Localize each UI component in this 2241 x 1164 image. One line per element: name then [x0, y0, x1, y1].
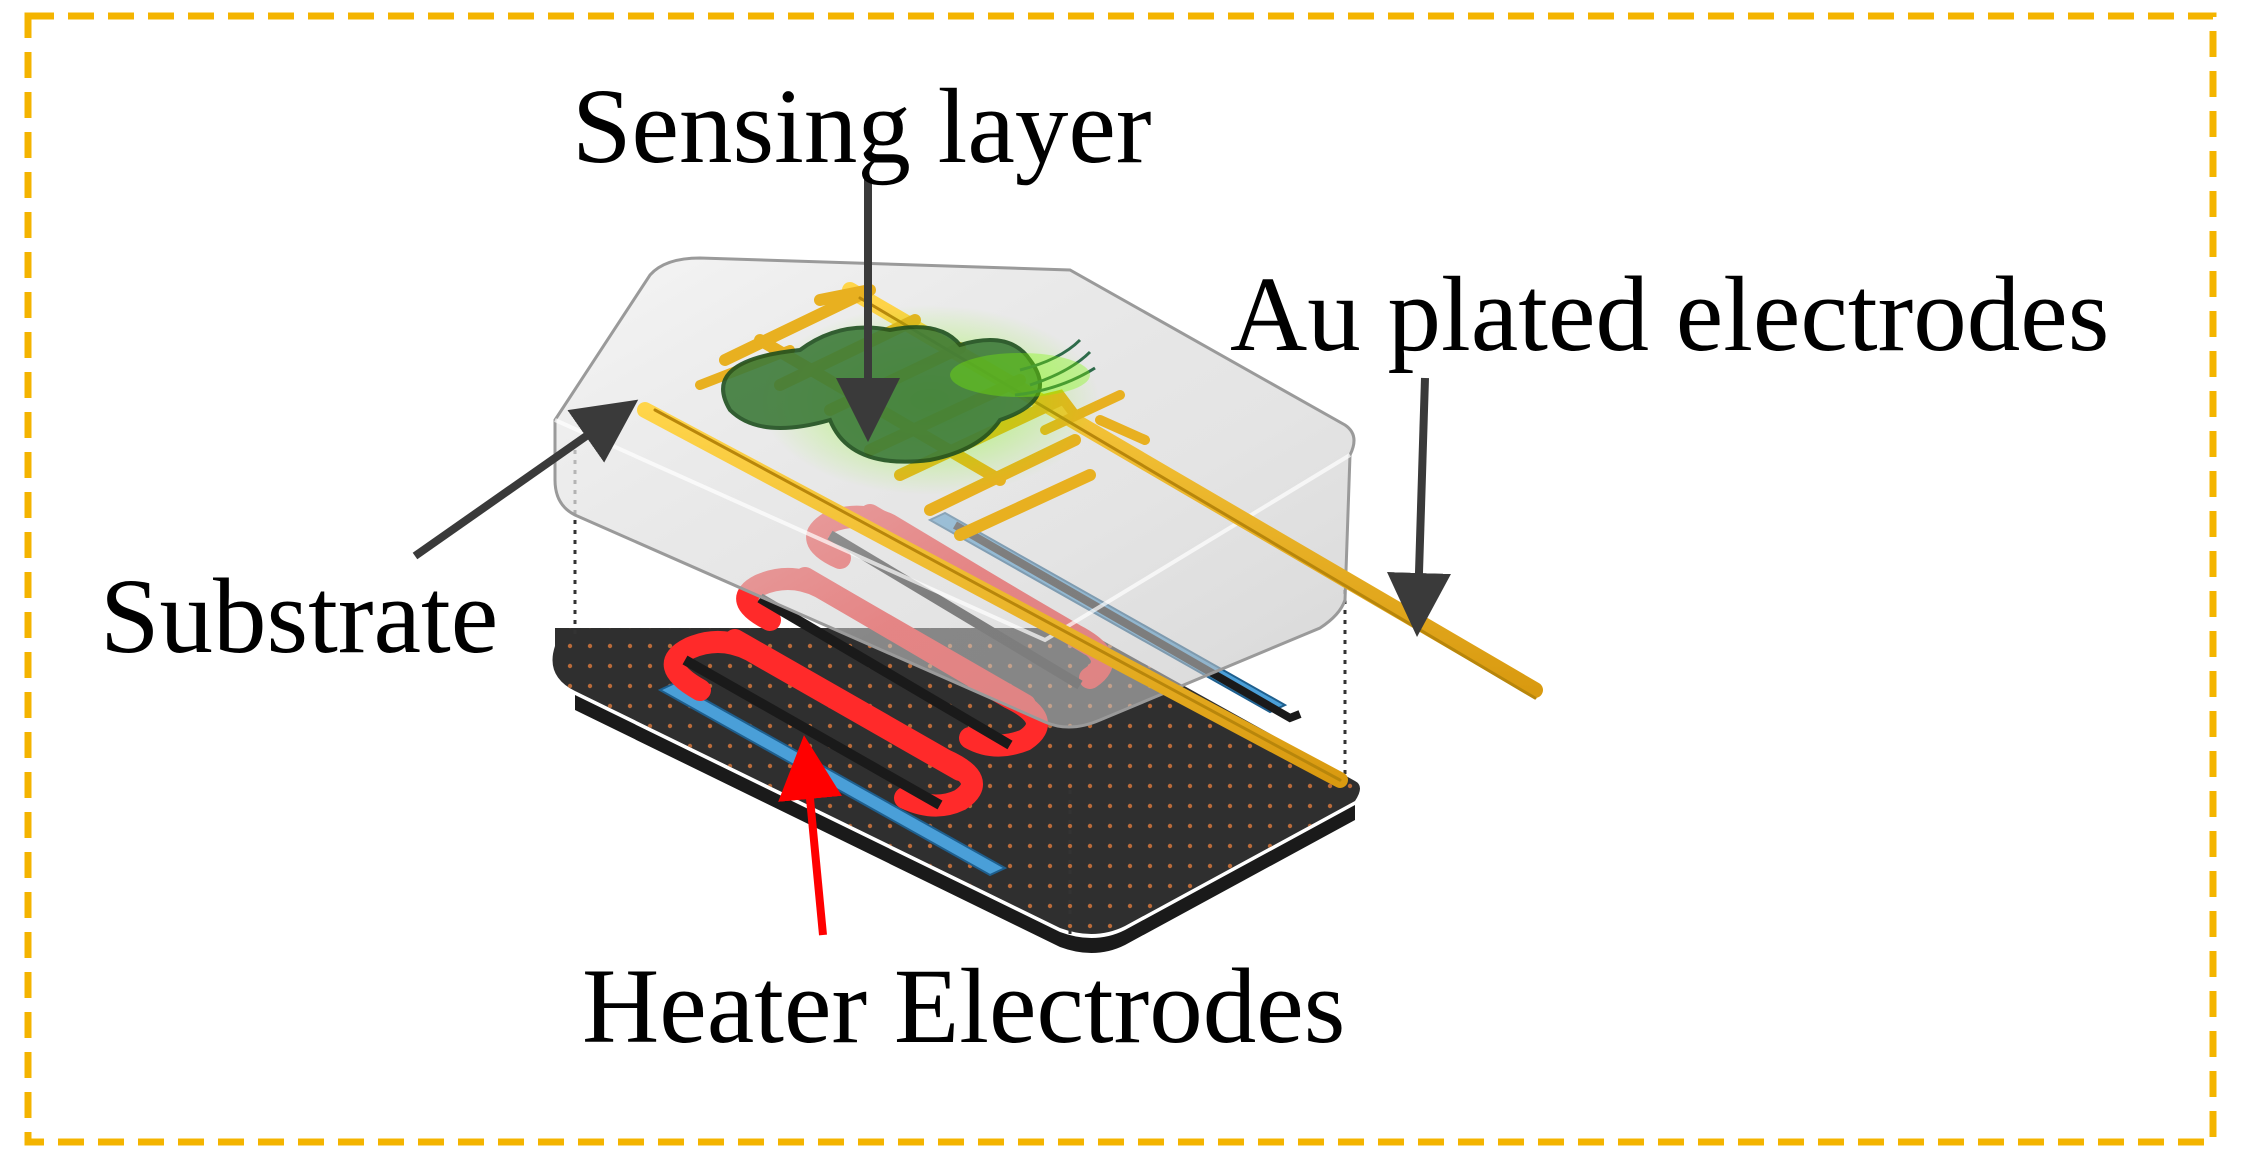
heater-electrodes-label: Heater Electrodes — [582, 948, 1346, 1066]
substrate-label: Substrate — [100, 558, 499, 676]
dashed-frame — [24, 12, 2217, 1146]
annotation-arrows — [412, 178, 1451, 936]
au-electrodes-label: Au plated electrodes — [1230, 256, 2110, 374]
heater-arrow — [778, 735, 842, 936]
substrate-arrow — [412, 399, 639, 560]
au-arrow — [1387, 377, 1451, 637]
sensing-layer-label: Sensing layer — [572, 68, 1152, 186]
